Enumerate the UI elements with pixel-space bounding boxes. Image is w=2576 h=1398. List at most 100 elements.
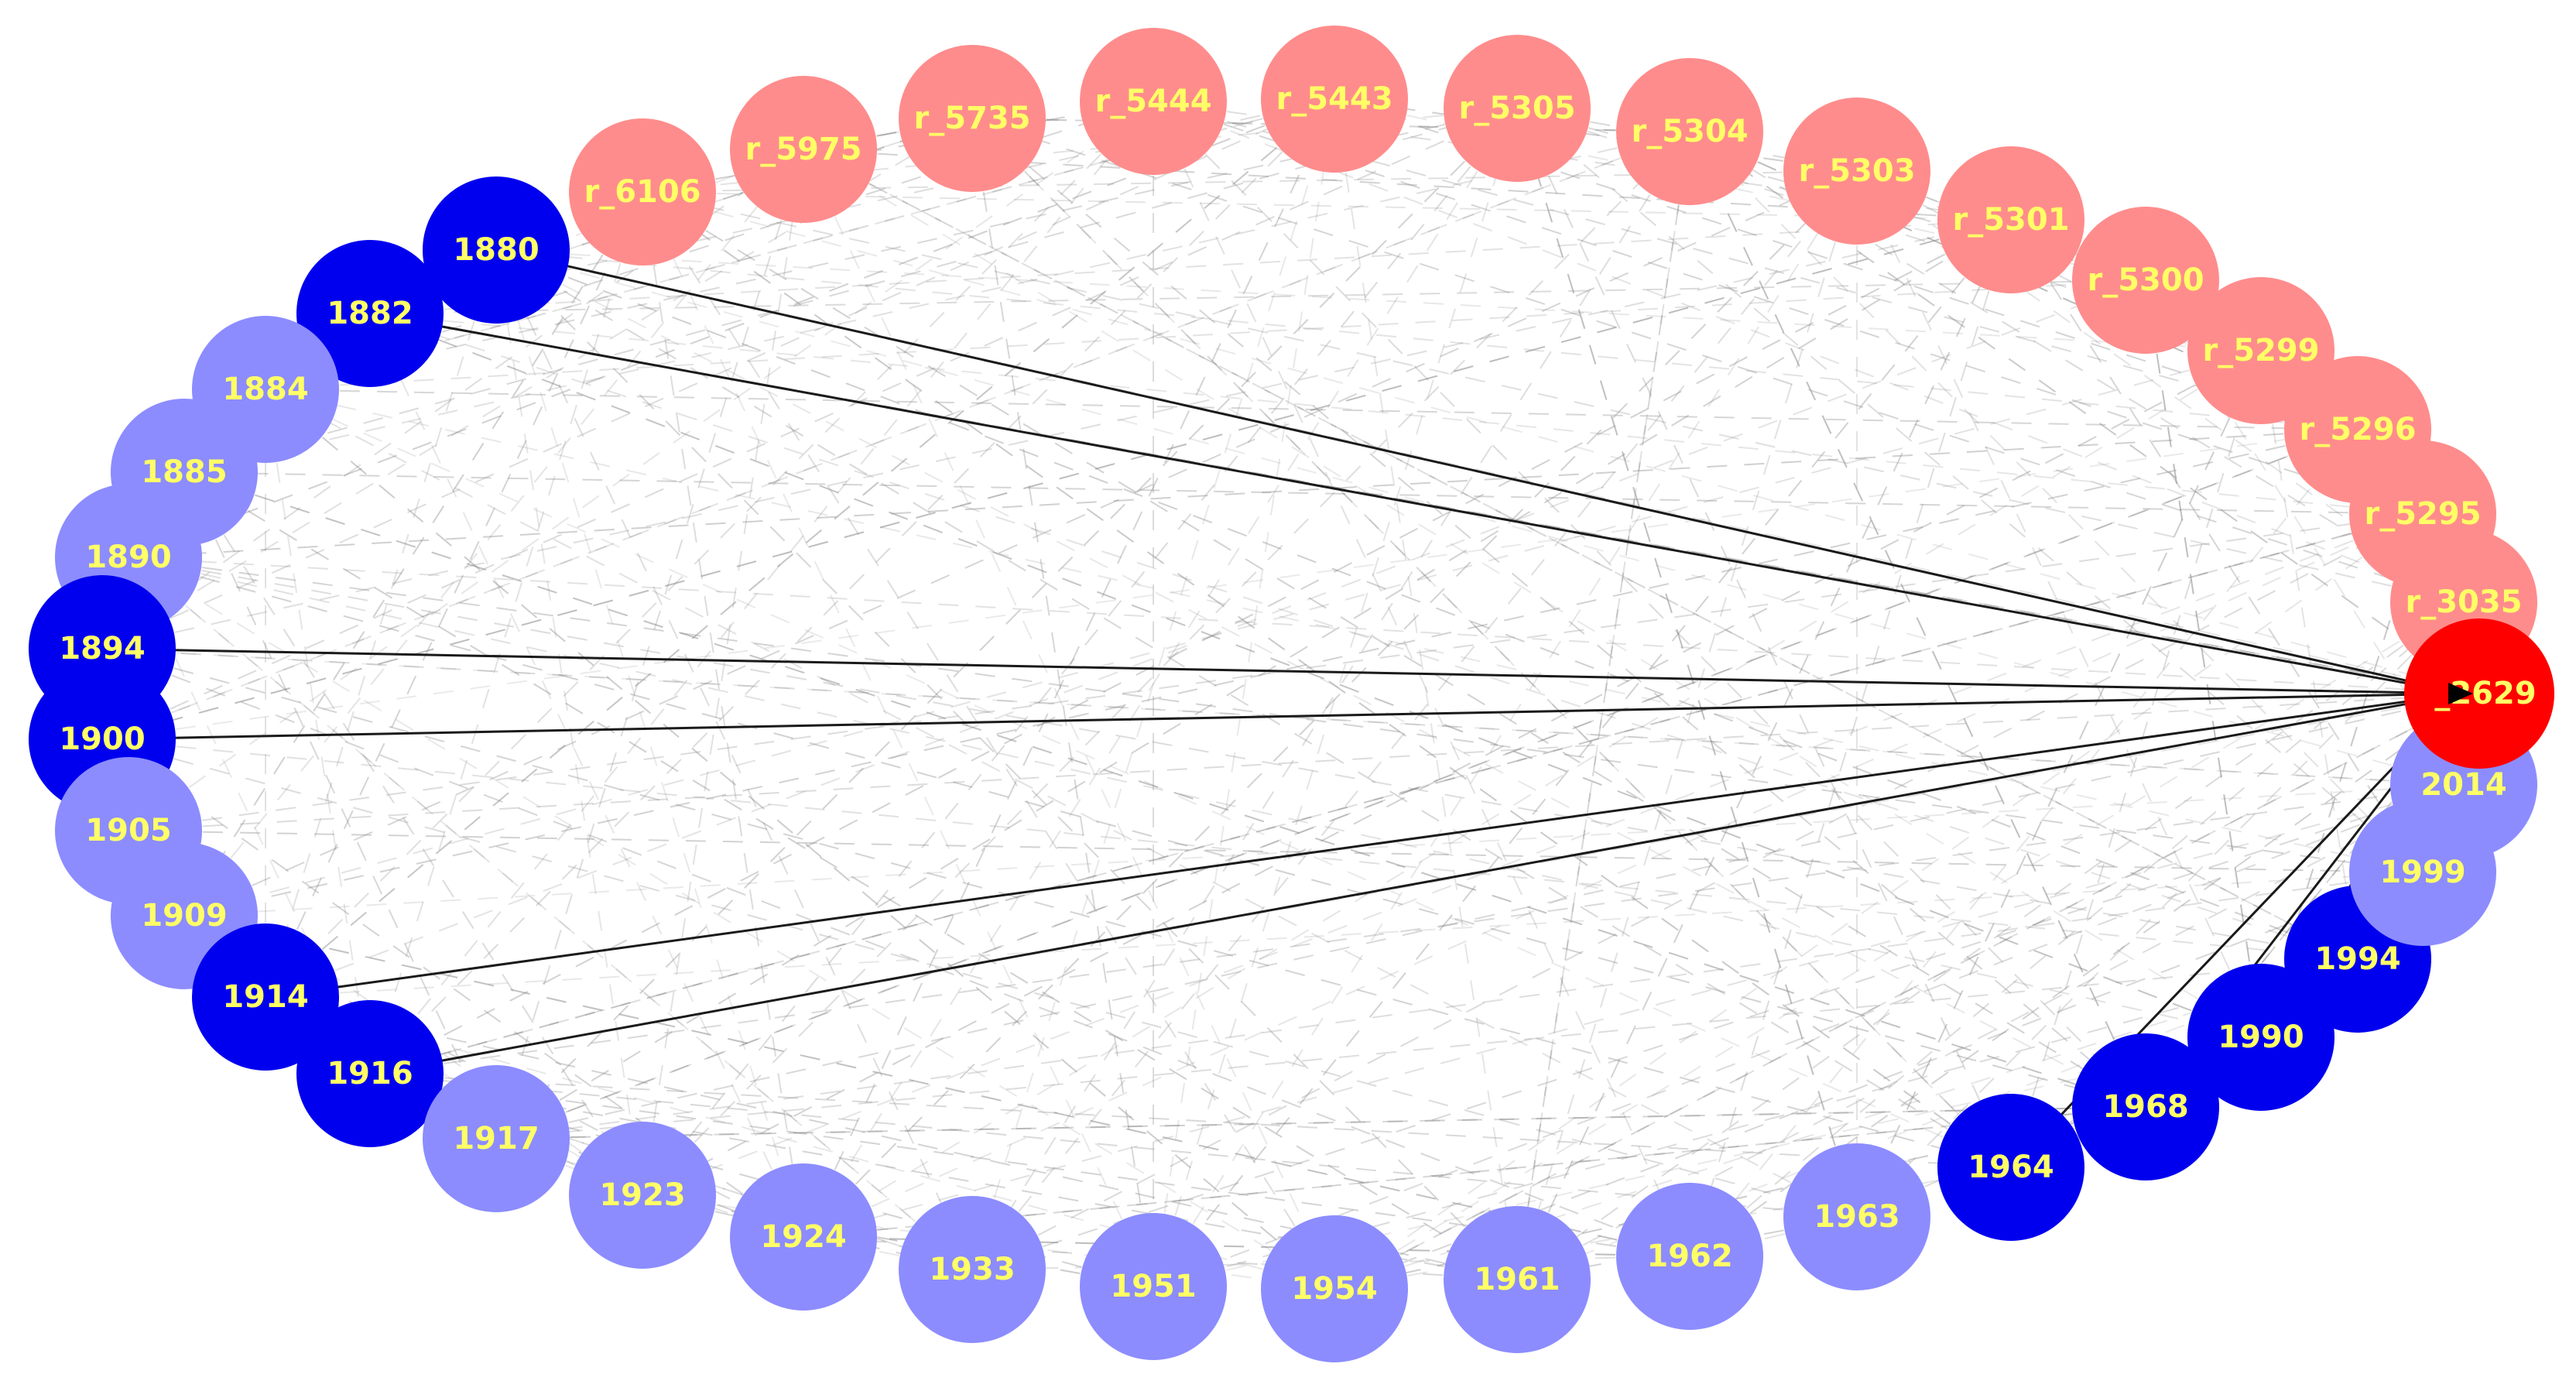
hub-layer: _2629	[2404, 618, 2554, 769]
faint-edge	[495, 693, 2480, 1139]
faint-edge	[101, 648, 2012, 1168]
node-1951[interactable]: 1951	[1080, 1213, 1227, 1360]
faint-edge	[101, 219, 2012, 649]
faint-edge	[971, 118, 2012, 1168]
faint-edge	[183, 108, 1518, 473]
node-circle	[423, 176, 570, 324]
faint-edge	[1334, 1106, 2146, 1290]
node-circle	[569, 1122, 716, 1269]
node-1963[interactable]: 1963	[1783, 1143, 1930, 1290]
faint-edge	[128, 557, 2262, 1038]
faint-edge	[369, 1073, 1858, 1218]
faint-edge	[642, 1194, 1154, 1287]
node-1880[interactable]: 1880	[423, 176, 570, 324]
node-r_5975[interactable]: r_5975	[730, 76, 877, 223]
faint-edge	[1516, 131, 1690, 1280]
faint-edge	[803, 98, 1335, 1238]
node-r_5300[interactable]: r_5300	[2072, 207, 2219, 354]
faint-edge	[1516, 108, 1858, 1218]
node-1914[interactable]: 1914	[192, 923, 339, 1071]
node-label: r_5295	[2364, 496, 2481, 532]
node-label: r_5304	[1631, 114, 1748, 149]
node-circle	[1080, 1213, 1227, 1360]
faint-edge	[101, 738, 2358, 960]
faint-edge	[1153, 101, 2146, 1108]
faint-edge	[183, 149, 804, 917]
faint-edge	[265, 389, 2358, 430]
node-1961[interactable]: 1961	[1444, 1206, 1591, 1353]
faint-edge	[1689, 131, 2146, 1108]
node-1924[interactable]: 1924	[730, 1163, 877, 1311]
node-label: r_5300	[2087, 262, 2204, 298]
faint-edge	[369, 219, 2012, 314]
faint-edge	[803, 118, 973, 150]
node-circle	[1783, 1143, 1930, 1290]
faint-edge	[803, 149, 1335, 1290]
faint-edge	[1856, 350, 2262, 1218]
faint-edge	[803, 170, 1858, 1238]
faint-edge	[495, 1106, 2146, 1139]
node-r_5444[interactable]: r_5444	[1080, 28, 1227, 175]
node-circle	[1616, 1183, 1763, 1330]
node-label: r_5305	[1458, 91, 1575, 126]
faint-edge	[1689, 429, 2358, 1257]
faint-edge	[265, 98, 1335, 998]
faint-edge	[642, 350, 2262, 1196]
faint-edge	[128, 557, 2358, 960]
node-label: 1900	[59, 721, 145, 757]
faint-edge	[2010, 219, 2424, 873]
node-circle	[1616, 58, 1763, 205]
faint-edge	[642, 191, 2146, 1108]
node-1954[interactable]: 1954	[1261, 1215, 1408, 1362]
faint-edge	[265, 279, 2146, 998]
node-r_5305[interactable]: r_5305	[1444, 35, 1591, 182]
node-r_5304[interactable]: r_5304	[1616, 58, 1763, 205]
faint-edge	[101, 131, 1690, 740]
faint-edge	[803, 1106, 2146, 1238]
faint-edge	[642, 191, 2465, 603]
node-1923[interactable]: 1923	[569, 1122, 716, 1269]
faint-edge	[183, 191, 643, 917]
node-label: 1914	[222, 979, 308, 1015]
faint-edge	[101, 219, 2012, 740]
faint-edge	[971, 118, 2465, 603]
faint-edge	[495, 249, 643, 1196]
node-circle	[1783, 98, 1930, 245]
faint-edge	[495, 249, 2146, 1108]
node-circle	[1261, 1215, 1408, 1362]
faint-edge	[128, 98, 1335, 558]
node-1882[interactable]: 1882	[296, 240, 444, 387]
node-label: r_5975	[745, 132, 862, 167]
node-1916[interactable]: 1916	[296, 1000, 444, 1147]
faint-edge	[183, 471, 2146, 1108]
node-1933[interactable]: 1933	[899, 1196, 1046, 1343]
node-label: 1990	[2218, 1019, 2304, 1055]
node-r_5735[interactable]: r_5735	[899, 45, 1046, 192]
node-1968[interactable]: 1968	[2072, 1033, 2219, 1180]
node-circle	[2072, 1033, 2219, 1180]
node-label: r_5301	[1952, 202, 2069, 238]
faint-edge	[369, 1073, 2012, 1168]
node-r_5301[interactable]: r_5301	[1937, 146, 2084, 293]
faint-edge	[803, 149, 2262, 1038]
node-1917[interactable]: 1917	[423, 1065, 570, 1212]
faint-edge	[101, 429, 2358, 740]
faint-edge	[495, 1106, 2146, 1139]
faint-edge	[265, 98, 1335, 998]
node-r_5303[interactable]: r_5303	[1783, 98, 1930, 245]
hub-node-2629[interactable]: _2629	[2404, 618, 2554, 769]
faint-edge	[183, 350, 2262, 917]
node-r_5443[interactable]: r_5443	[1261, 26, 1408, 173]
faint-edge	[265, 872, 2424, 998]
node-r_6106[interactable]: r_6106	[569, 118, 716, 266]
node-1964[interactable]: 1964	[1937, 1094, 2084, 1241]
node-label: r_3035	[2405, 584, 2522, 620]
node-label: 1894	[59, 631, 145, 666]
highlighted-edge-1882	[369, 312, 2465, 695]
faint-edge	[803, 118, 973, 150]
hub-node-circle	[2404, 618, 2554, 769]
faint-edge	[1856, 170, 2262, 1038]
node-1962[interactable]: 1962	[1616, 1183, 1763, 1330]
faint-edge	[128, 513, 2424, 831]
